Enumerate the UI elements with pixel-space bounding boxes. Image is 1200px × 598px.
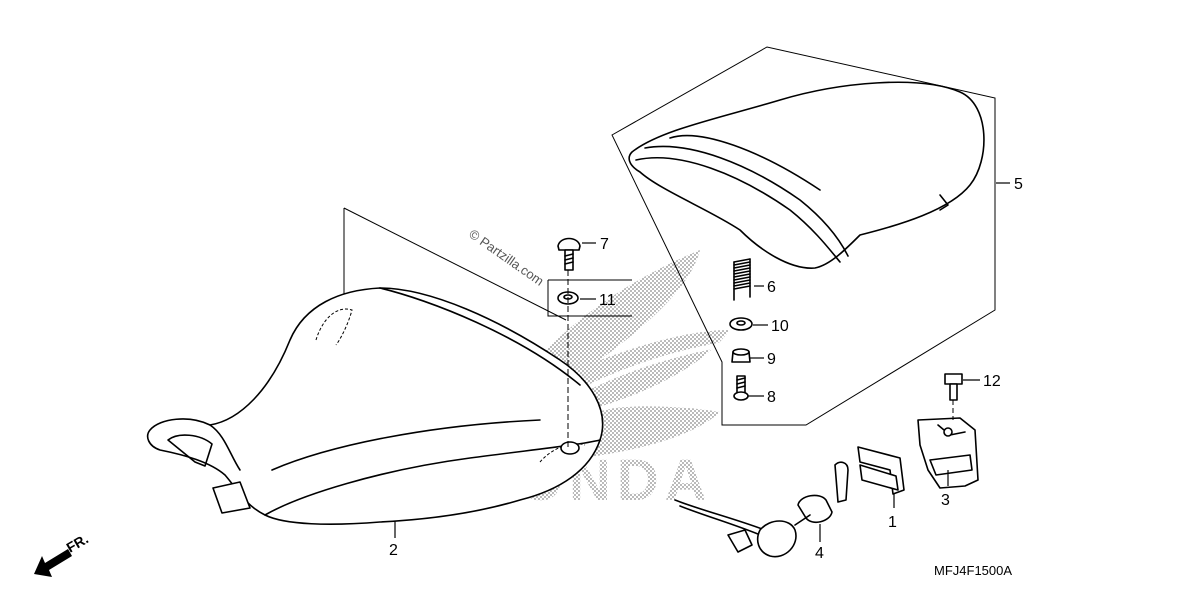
key-cylinder-set[interactable] <box>674 461 849 558</box>
partzilla-watermark: © Partzilla.com <box>466 226 546 289</box>
callout-12: 12 <box>983 373 1001 390</box>
leader-lines <box>394 182 1010 542</box>
callout-5: 5 <box>1014 176 1023 193</box>
callout-10: 10 <box>771 318 789 335</box>
seat-latch[interactable] <box>917 417 979 489</box>
front-arrow-icon <box>34 549 72 577</box>
callout-7: 7 <box>600 236 609 253</box>
front-direction-indicator: FR. <box>34 530 91 577</box>
main-seat-body[interactable] <box>146 287 604 525</box>
callout-11: 11 <box>599 292 616 309</box>
callout-8: 8 <box>767 389 776 406</box>
drawing-code: MFJ4F1500A <box>934 563 1012 578</box>
bolt-bracket <box>547 279 632 317</box>
rear-seat-frame <box>611 46 996 426</box>
bolt-front[interactable] <box>557 237 581 271</box>
callout-4: 4 <box>815 545 824 562</box>
main-seat <box>146 207 604 525</box>
rear-seat-group <box>611 46 996 426</box>
callout-9: 9 <box>767 351 776 368</box>
nut[interactable] <box>731 348 751 363</box>
callout-3: 3 <box>941 492 950 509</box>
bolt-rear[interactable] <box>733 375 749 401</box>
spring[interactable] <box>733 258 751 301</box>
seat-lock-plate[interactable] <box>857 446 905 495</box>
bolt-latch[interactable] <box>944 373 963 420</box>
bolt-and-collar <box>547 237 632 450</box>
callout-2: 2 <box>389 542 398 559</box>
callout-6: 6 <box>767 279 776 296</box>
rear-seat-cowl[interactable] <box>628 81 985 269</box>
callout-1: 1 <box>888 514 897 531</box>
